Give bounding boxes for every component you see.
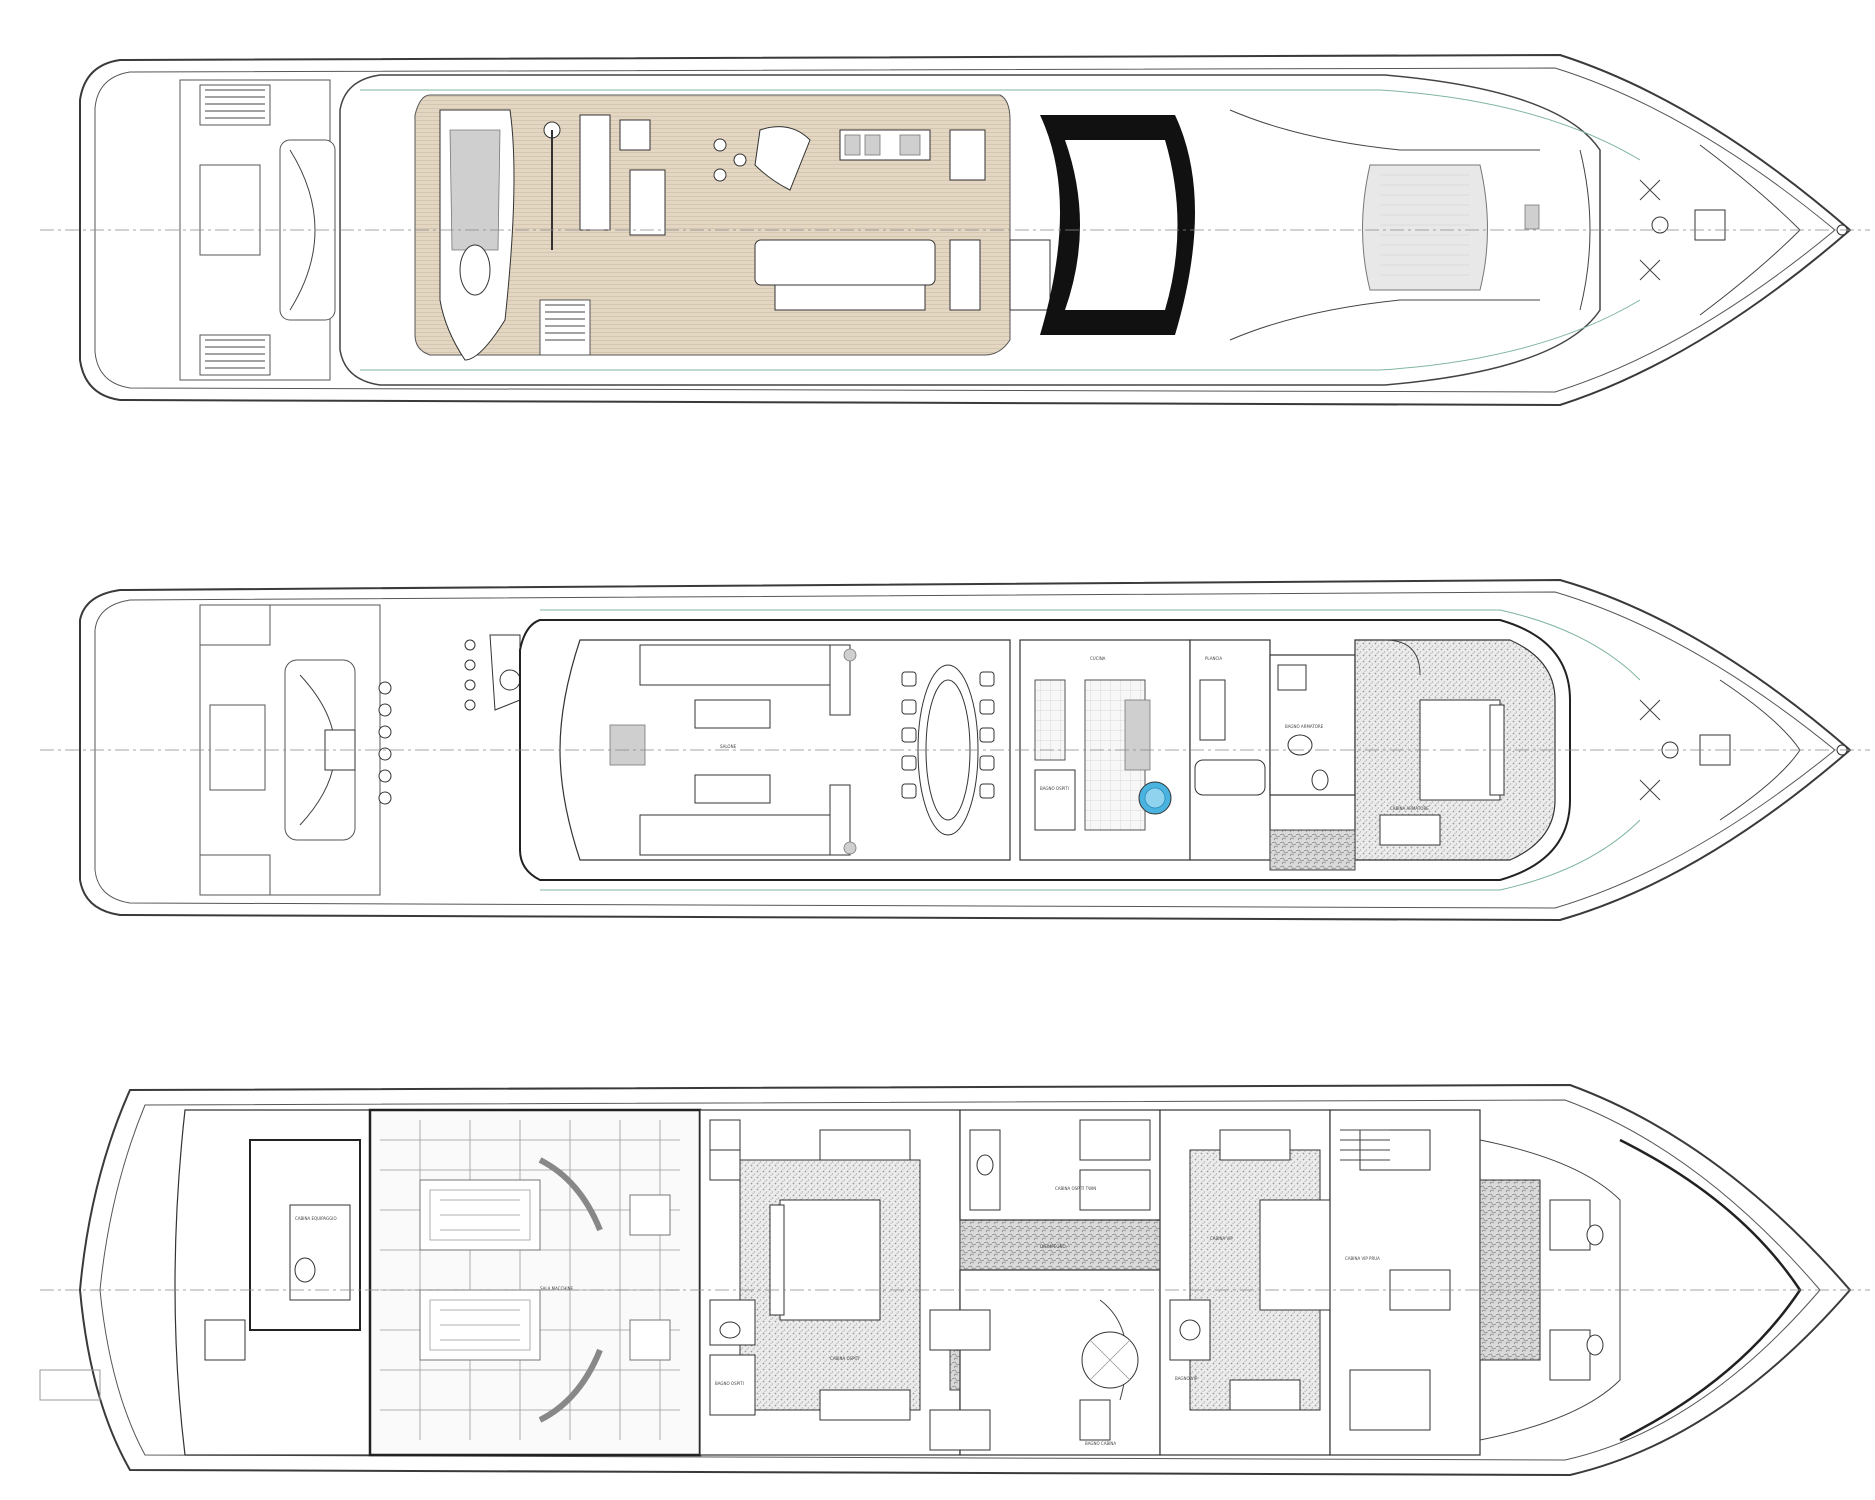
- label-bagno-ospiti-lower: BAGNO OSPITI: [715, 1381, 744, 1386]
- label-cabina-ospiti: CABINA OSPITI: [830, 1356, 859, 1361]
- vip-bed: [1259, 1199, 1341, 1311]
- guest-bed-aft: [779, 1199, 881, 1321]
- main-deck-plan: SALONE BAGNO OSPITI CUCINA PLANCIA BAGNO…: [40, 578, 1870, 922]
- label-cabina-armatore: CABINA ARMATORE: [1390, 806, 1429, 811]
- label-disimpegno: DISIMPEGNO: [1040, 1244, 1066, 1249]
- label-cabina-vip-prua: CABINA VIP PRUA: [1345, 1256, 1380, 1261]
- label-bagno-vip: BAGNO VIP: [1175, 1376, 1198, 1381]
- sun-deck-hull: [79, 53, 1852, 407]
- label-cucina: CUCINA: [1090, 656, 1106, 661]
- lower-deck-plan: CABINA EQUIPAGGIO SALA MACCHINE CABINA O…: [39, 1083, 1870, 1477]
- label-cabina-vip: CABINA VIP: [1210, 1236, 1233, 1241]
- label-cabina-ospiti-twin: CABINA OSPITI TWIN: [1055, 1186, 1096, 1191]
- sun-deck-plan: [40, 53, 1870, 407]
- label-cabina-equipaggio: CABINA EQUIPAGGIO: [295, 1216, 337, 1221]
- engine-room: [368, 1108, 702, 1457]
- label-plancia: PLANCIA: [1205, 656, 1222, 661]
- sun-deck-skylight: [1362, 164, 1488, 291]
- label-sala-macchine: SALA MACCHINE: [540, 1286, 574, 1291]
- label-bagno-ospiti-main: BAGNO OSPITI: [1040, 786, 1069, 791]
- main-deck-hull: [79, 578, 1852, 922]
- label-salone: SALONE: [720, 744, 737, 749]
- lower-deck-hull: [78, 1083, 1852, 1477]
- label-bagno-cabina: BAGNO CABINA: [1085, 1441, 1116, 1446]
- label-bagno-armatore: BAGNO ARMATORE: [1285, 724, 1324, 729]
